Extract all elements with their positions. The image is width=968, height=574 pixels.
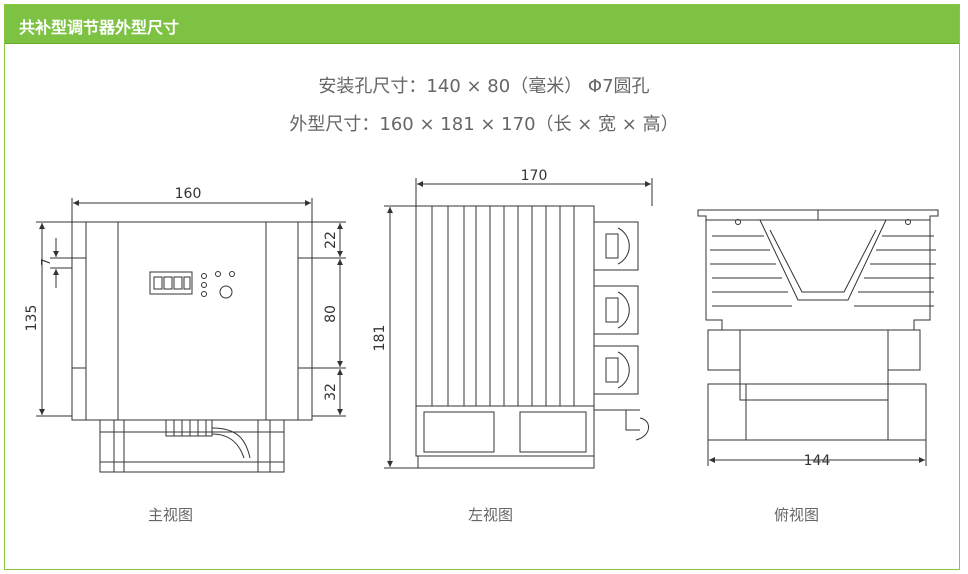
left-height-label: 181 — [372, 325, 388, 352]
left-view-caption: 左视图 — [468, 506, 514, 524]
front-mid-spacing-label: 80 — [323, 305, 339, 323]
front-hole-label: 7 — [39, 258, 53, 266]
front-bottom-offset-label: 32 — [323, 383, 339, 401]
install-hole-spec: 安装孔尺寸：140 × 80（毫米） Φ7圆孔 — [318, 76, 650, 97]
top-view — [697, 209, 939, 466]
title-bar: 共补型调节器外型尺寸 — [5, 5, 959, 44]
left-depth-label: 170 — [521, 168, 548, 184]
front-view: 160 — [36, 186, 346, 473]
front-view-caption: 主视图 — [148, 506, 194, 524]
top-view-caption: 俯视图 — [774, 506, 820, 524]
front-top-offset-label: 22 — [323, 231, 339, 249]
front-width-label: 160 — [175, 186, 202, 202]
outline-size-spec: 外型尺寸：160 × 181 × 170（长 × 宽 × 高） — [289, 114, 679, 135]
page-title: 共补型调节器外型尺寸 — [19, 18, 180, 37]
spec-panel: 共补型调节器外型尺寸 — [4, 4, 960, 570]
left-view — [384, 178, 653, 469]
front-height-label: 135 — [24, 305, 40, 332]
top-width-label: 144 — [804, 453, 831, 469]
